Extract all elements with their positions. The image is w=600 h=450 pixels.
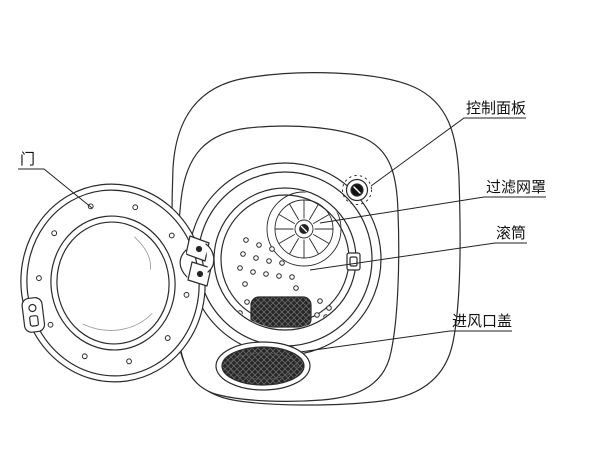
label-drum: 滚筒 — [496, 224, 526, 242]
door — [20, 183, 206, 383]
air-inlet-cover — [215, 341, 311, 391]
drum-perforations — [237, 237, 332, 320]
callout-line-air-inlet — [299, 330, 512, 353]
door-rim-screws — [36, 203, 190, 365]
control-knob — [342, 175, 372, 205]
filter-latch — [346, 252, 361, 271]
callout-line-control-panel — [370, 117, 526, 187]
label-door: 门 — [20, 150, 35, 168]
door-latch — [21, 297, 46, 333]
filter-fan — [266, 191, 342, 267]
callout-line-drum — [309, 242, 527, 271]
label-air-inlet-cover: 进风口盖 — [452, 312, 512, 330]
inner-vent-grille — [250, 296, 312, 328]
callout-line-door — [18, 168, 93, 209]
label-control-panel: 控制面板 — [466, 99, 526, 117]
label-filter-cover: 过滤网罩 — [486, 178, 546, 196]
callouts: 门 控制面板 过滤网罩 滚筒 进风口盖 — [18, 99, 546, 353]
door-hinge — [179, 235, 215, 287]
washer-illustration — [20, 72, 461, 406]
callout-line-filter-cover — [319, 196, 546, 224]
drum-interior — [237, 191, 342, 328]
